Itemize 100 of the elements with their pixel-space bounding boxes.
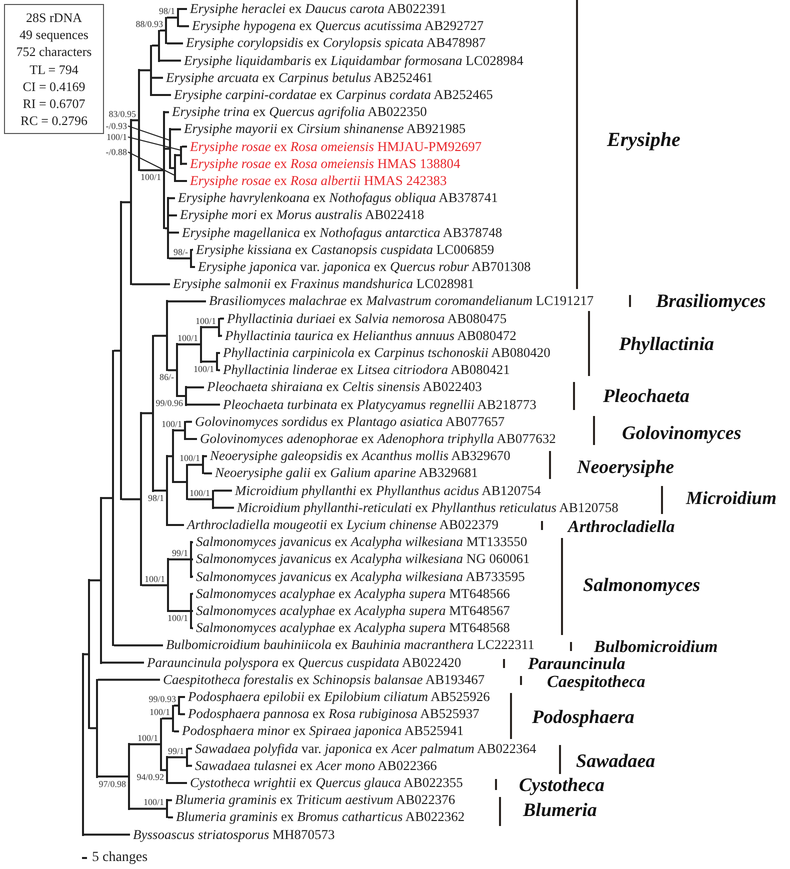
taxon-label: Erysiphe rosae ex Rosa omeiensis HMJAU-PM92697 (187, 138, 482, 155)
leader-line (128, 136, 180, 150)
branch-line (218, 352, 220, 354)
branch-line (114, 350, 120, 352)
statistic-text: RI = 0.6707 (22, 95, 86, 112)
clade-node-line (140, 412, 142, 586)
taxon-label: Microidium phyllanthi ex Phyllanthus acidus AB120754 (232, 482, 541, 499)
support-value: 88/0.93 (136, 19, 163, 29)
branch-line (182, 146, 187, 148)
taxon-label: Sawadaea polyfida var. japonica ex Acer palmatum AB022364 (192, 740, 536, 757)
branch-line (192, 558, 193, 560)
taxon-label: Erysiphe arcuata ex Carpinus betulus AB252461 (163, 70, 433, 86)
branch-line (122, 201, 130, 204)
genus-label: Pleochaeta (603, 386, 690, 406)
taxon-label: Phyllactinia taurica ex Helianthus annuus AB080472 (222, 328, 516, 344)
branch-line (90, 727, 96, 730)
branch-line (84, 834, 130, 836)
taxon-label: Phyllactinia duriaei ex Salvia nemorosa AB080475 (224, 310, 507, 327)
branch-line (179, 25, 189, 28)
statistic-text: RC = 0.2796 (20, 112, 88, 130)
taxon-label: Erysiphe kissiana ex Castanopsis cuspidata LC006859 (193, 242, 494, 258)
support-value: 100/1 (137, 732, 158, 743)
branch-line (188, 764, 192, 767)
support-value: 100/1 (161, 418, 182, 429)
genus-label: Sawadaea (576, 752, 656, 770)
taxon-label: Erysiphe hypogena ex Quercus acutissima AB292727 (189, 18, 484, 34)
branch-line (168, 300, 206, 302)
genus-label: Blumeria (523, 800, 597, 820)
clade-node-line (218, 318, 220, 337)
branch-line (192, 576, 193, 578)
branch-line (174, 730, 179, 732)
clade-node-line (100, 497, 102, 664)
branch-line (169, 610, 190, 612)
genus-label: Podosphaera (532, 708, 634, 726)
support-value: 100/1 (143, 797, 164, 808)
clade-node-line (190, 541, 192, 578)
clade-node-line (120, 201, 122, 500)
clade-node-line (190, 248, 192, 268)
statistic-text: CI = 0.4169 (22, 78, 86, 96)
branch-line (179, 8, 187, 10)
branch-line (202, 326, 218, 328)
branch-line (176, 154, 180, 156)
clade-node-line (166, 455, 168, 526)
clade-node-line (190, 592, 192, 630)
clade-node-line (186, 748, 188, 767)
taxon-label: Salmonomyces acalyphae ex Acalypha supera MT648568 (193, 620, 510, 636)
taxon-label: Erysiphe trina ex Quercus agrifolia AB022350 (169, 104, 427, 120)
taxon-label: Bulbomicroidium bauhiniicola ex Bauhinia macranthera LC222311 (163, 637, 534, 654)
statistics-box (4, 4, 104, 134)
clade-node-line (88, 579, 90, 730)
branch-line (102, 497, 112, 500)
branch-line (132, 119, 138, 122)
taxon-label: Pleochaeta shiraiana ex Celtis sinensis AB022403 (204, 379, 482, 396)
branch-line (187, 386, 204, 388)
genus-label: Bulbomicroidium (594, 638, 718, 654)
branch-line (176, 180, 187, 182)
leader-line (128, 152, 174, 176)
taxon-label: Salmonomyces acalyphae ex Acalypha supera MT648567 (193, 603, 510, 619)
clade-node-line (160, 718, 162, 772)
clade-node-line (96, 678, 98, 778)
taxon-label: Erysiphe japonica var. japonica ex Quercus robur AB701308 (195, 259, 531, 275)
branch-line (204, 472, 212, 474)
clade-node-line (169, 128, 171, 170)
taxon-label: Erysiphe rosae ex Rosa omeiensis HMAS 138804 (187, 156, 460, 172)
support-value: 99/1 (168, 746, 184, 756)
branch-line (192, 541, 193, 544)
branch-line (165, 227, 167, 230)
taxon-label: Phyllactinia carpinicola ex Carpinus tschonoskii AB080420 (220, 345, 550, 361)
clade-node-line (216, 352, 218, 372)
branch-line (192, 627, 193, 630)
clade-node-line (184, 420, 186, 440)
clade-node-line (212, 490, 214, 509)
taxon-label: Byssoascus striatosporus MH870573 (130, 826, 335, 843)
taxon-label: Salmonomyces acalyphae ex Acalypha supera MT648566 (193, 586, 510, 602)
statistic-text: 28S rDNA (25, 9, 83, 26)
branch-line (188, 748, 192, 750)
taxon-label: Neoerysiphe galeopsidis ex Acanthus mollis AB329670 (207, 448, 510, 464)
branch-line (171, 128, 181, 130)
support-value: 86/- (160, 372, 174, 382)
branch-line (90, 579, 100, 582)
clade-node-line (130, 119, 132, 286)
branch-line (98, 776, 128, 778)
clade-node-line (166, 756, 168, 784)
branch-line (154, 334, 166, 337)
clade-node-line (186, 464, 188, 500)
branch-line (169, 232, 179, 234)
branch-line (130, 743, 160, 746)
taxon-label: Erysiphe salmonii ex Fraxinus mandshurica LC028981 (170, 276, 474, 292)
support-value: 98/1 (148, 492, 164, 503)
branch-line (169, 257, 190, 260)
support-value: 94/0.92 (136, 772, 164, 782)
clade-node-line (166, 799, 168, 818)
clade-node-line (185, 386, 187, 406)
branch-line (218, 369, 220, 372)
taxon-label: Podosphaera pannosa ex Rosa rubiginosa AB525937 (185, 706, 480, 722)
clade-node-line (172, 704, 174, 732)
genus-label: Neoerysiphe (577, 458, 674, 476)
branch-line (154, 490, 166, 492)
taxon-label: Salmonomyces javanicus ex Acalypha wilkesiana NG 060061 (193, 551, 530, 568)
branch-line (98, 678, 160, 681)
